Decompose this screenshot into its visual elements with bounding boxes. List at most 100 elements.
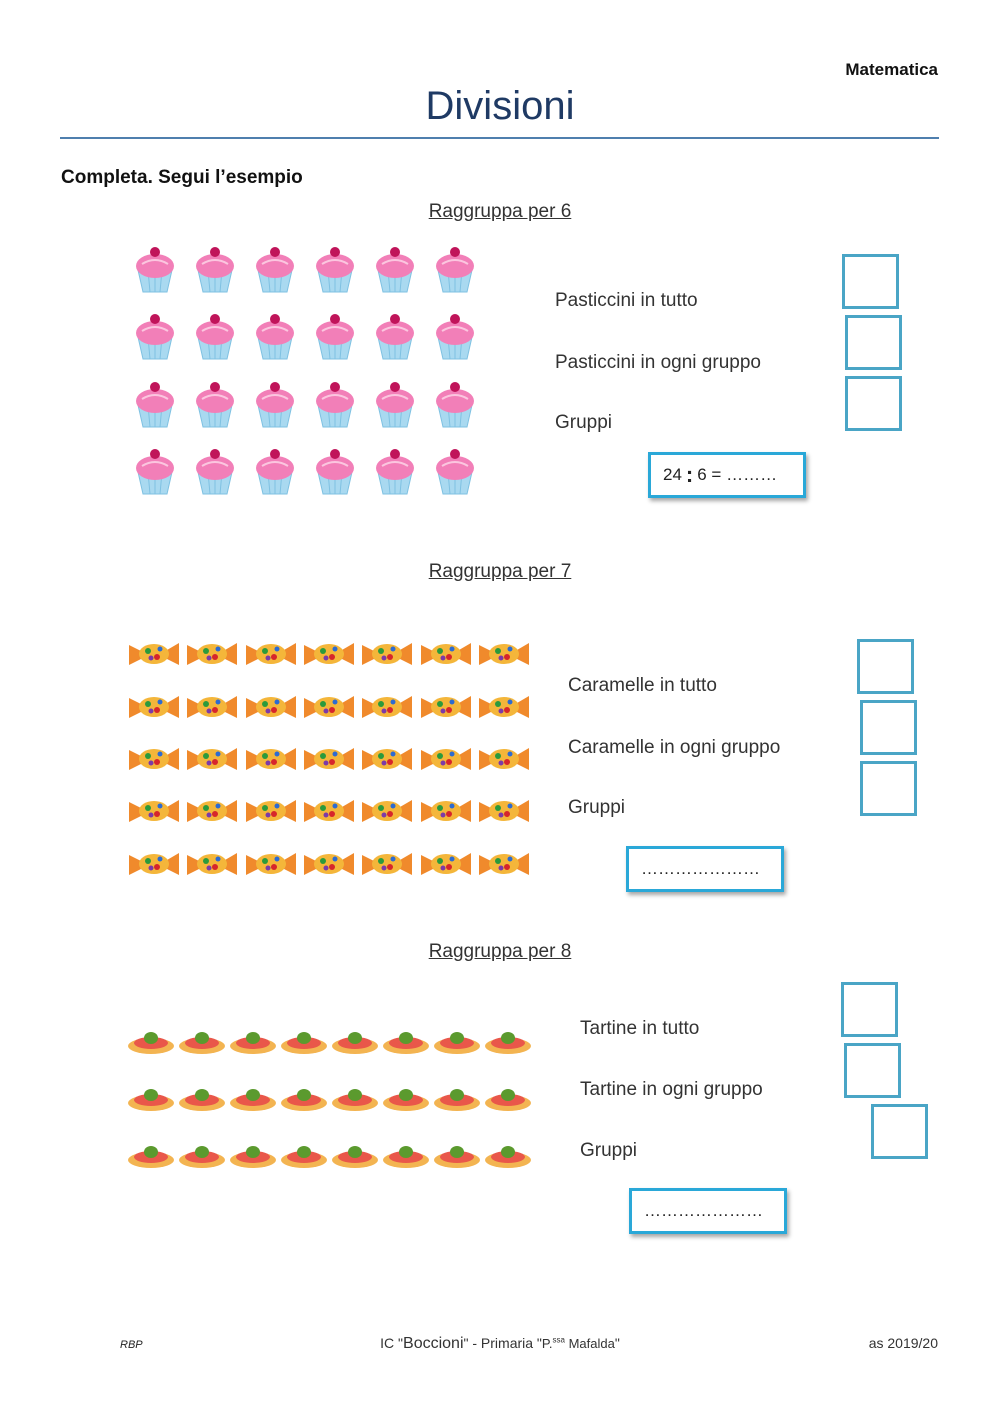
section-2-answer-total[interactable]: [857, 639, 914, 694]
footer-ssa: ssa: [552, 1335, 565, 1345]
tartine-icon: [482, 1012, 533, 1069]
section-2-equation-box[interactable]: …………………: [626, 846, 784, 892]
section-1-answer-groups[interactable]: [845, 376, 902, 431]
candy-icon: [358, 838, 416, 890]
cupcake-icon: [425, 234, 485, 302]
candy-grid: [125, 628, 533, 890]
cupcake-icon: [425, 302, 485, 370]
section-3-answer-total[interactable]: [841, 982, 898, 1037]
section-1-heading: Raggruppa per 6: [428, 201, 572, 222]
tartine-icon: [329, 1069, 380, 1126]
candy-icon: [183, 838, 241, 890]
tartine-icon: [380, 1125, 431, 1182]
footer-p: P.: [541, 1336, 553, 1351]
section-3-equation-box[interactable]: …………………: [629, 1188, 787, 1234]
title-divider: [60, 137, 939, 139]
footer-middle: " - Primaria ": [463, 1335, 542, 1351]
tartine-icon: [176, 1125, 227, 1182]
cupcake-icon: [365, 369, 425, 437]
equation-dividend: 24: [663, 465, 682, 484]
section-2-heading: Raggruppa per 7: [428, 561, 572, 582]
candy-icon: [475, 628, 533, 680]
cupcake-icon: [425, 369, 485, 437]
candy-icon: [242, 733, 300, 785]
cupcake-icon: [125, 302, 185, 370]
tartine-icon: [431, 1069, 482, 1126]
tartine-icon: [227, 1125, 278, 1182]
cupcake-icon: [125, 369, 185, 437]
candy-icon: [242, 838, 300, 890]
section-1-label-groups: Gruppi: [555, 412, 613, 433]
cupcake-icon: [185, 302, 245, 370]
tartine-grid: [125, 1012, 533, 1182]
section-1-label-per-group: Pasticcini in ogni gruppo: [555, 352, 761, 373]
cupcake-icon: [305, 369, 365, 437]
footer-author: RBP: [120, 1339, 143, 1351]
cupcake-icon: [245, 437, 305, 505]
section-3-label-groups: Gruppi: [580, 1140, 638, 1161]
cupcake-icon: [185, 369, 245, 437]
candy-icon: [300, 838, 358, 890]
section-1-equation-box[interactable]: 24 : 6 = ………: [648, 452, 806, 498]
section-2-answer-per-group[interactable]: [860, 700, 917, 755]
candy-icon: [125, 680, 183, 732]
section-3-answer-groups[interactable]: [871, 1104, 928, 1159]
candy-icon: [183, 785, 241, 837]
tartine-icon: [329, 1012, 380, 1069]
cupcake-icon: [125, 437, 185, 505]
equation-colon: :: [685, 462, 694, 487]
tartine-icon: [125, 1069, 176, 1126]
candy-icon: [300, 628, 358, 680]
cupcake-grid: [125, 234, 485, 504]
section-1-answer-total[interactable]: [842, 254, 899, 309]
tartine-icon: [482, 1125, 533, 1182]
tartine-icon: [278, 1012, 329, 1069]
section-3-label-per-group: Tartine in ogni gruppo: [580, 1079, 763, 1100]
tartine-icon: [278, 1069, 329, 1126]
candy-icon: [358, 785, 416, 837]
section-3-answer-per-group[interactable]: [844, 1043, 901, 1098]
section-2-answer-groups[interactable]: [860, 761, 917, 816]
candy-icon: [183, 628, 241, 680]
cupcake-icon: [305, 302, 365, 370]
candy-icon: [125, 785, 183, 837]
cupcake-icon: [245, 302, 305, 370]
tartine-icon: [125, 1125, 176, 1182]
candy-icon: [125, 733, 183, 785]
candy-icon: [125, 628, 183, 680]
candy-icon: [300, 733, 358, 785]
candy-icon: [358, 680, 416, 732]
candy-icon: [416, 733, 474, 785]
section-1-answer-per-group[interactable]: [845, 315, 902, 370]
tartine-icon: [176, 1069, 227, 1126]
section-2-label-groups: Gruppi: [568, 797, 626, 818]
candy-icon: [416, 628, 474, 680]
cupcake-icon: [185, 234, 245, 302]
tartine-icon: [431, 1125, 482, 1182]
cupcake-icon: [245, 234, 305, 302]
candy-icon: [475, 733, 533, 785]
tartine-icon: [125, 1012, 176, 1069]
tartine-icon: [176, 1012, 227, 1069]
cupcake-icon: [125, 234, 185, 302]
footer-year: as 2019/20: [868, 1335, 938, 1351]
section-1-label-total: Pasticcini in tutto: [555, 290, 698, 311]
instruction: Completa. Segui l’esempio: [61, 167, 303, 188]
tartine-icon: [431, 1012, 482, 1069]
cupcake-icon: [425, 437, 485, 505]
footer-school-name: Boccioni: [403, 1335, 464, 1352]
candy-icon: [183, 733, 241, 785]
cupcake-icon: [365, 437, 425, 505]
tartine-icon: [380, 1012, 431, 1069]
equation-rest: 6 = ………: [697, 465, 778, 484]
cupcake-icon: [305, 234, 365, 302]
candy-icon: [300, 785, 358, 837]
tartine-icon: [380, 1069, 431, 1126]
candy-icon: [416, 680, 474, 732]
cupcake-icon: [365, 234, 425, 302]
tartine-icon: [227, 1069, 278, 1126]
candy-icon: [475, 838, 533, 890]
section-3-heading: Raggruppa per 8: [428, 941, 572, 962]
candy-icon: [242, 680, 300, 732]
footer-suffix: ": [614, 1335, 620, 1351]
